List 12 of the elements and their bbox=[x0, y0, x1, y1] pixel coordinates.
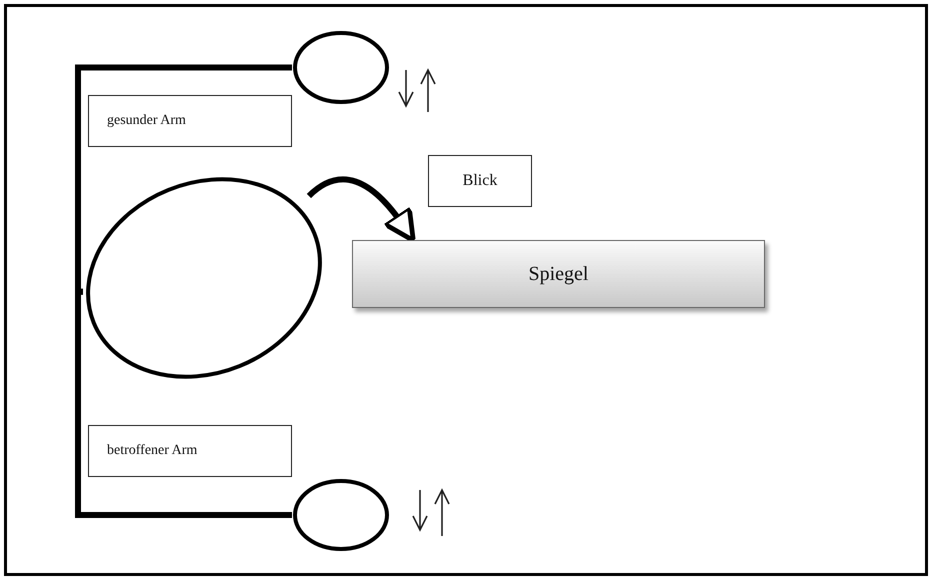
label-text: Blick bbox=[462, 172, 498, 190]
label-box bbox=[428, 155, 532, 207]
label-text: betroffener Arm bbox=[107, 443, 198, 459]
label-text: Spiegel bbox=[528, 262, 588, 286]
arm-line bbox=[75, 288, 292, 518]
hand-circle bbox=[292, 30, 390, 105]
hand-circle bbox=[292, 478, 390, 552]
label-box bbox=[88, 425, 292, 477]
mirror-box bbox=[352, 240, 765, 308]
label-box bbox=[88, 95, 292, 147]
arrow bbox=[306, 176, 416, 243]
label-text: gesunder Arm bbox=[107, 113, 186, 129]
